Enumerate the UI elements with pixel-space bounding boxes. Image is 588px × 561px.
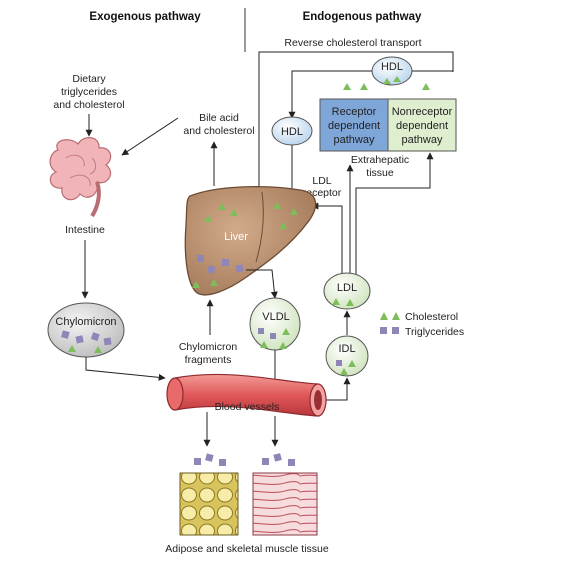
- chylomicron-particle: [47, 302, 125, 358]
- blood-vessels-label: Blood vessels: [215, 401, 280, 413]
- extrahepatic-line1: Extrahepatic: [351, 154, 409, 166]
- ldl-receptor-line1: LDL: [312, 175, 331, 187]
- chylomicron-to-vessel-arrow: [85, 357, 166, 381]
- triglyceride-icon: [288, 459, 295, 466]
- chylomicron-label: Chylomicron: [55, 316, 116, 328]
- bile-line1: Bile acid: [199, 112, 239, 124]
- idl-label: IDL: [338, 343, 355, 355]
- bile-line2: and cholesterol: [183, 125, 254, 137]
- triglyceride-icon: [103, 337, 112, 346]
- cholesterol-icon: [348, 360, 356, 367]
- cholesterol-icon: [210, 279, 218, 286]
- triglyceride-icon: [273, 453, 282, 462]
- legend: Cholesterol Triglycerides: [380, 311, 464, 338]
- triglyceride-icon: [222, 259, 229, 266]
- cholesterol-icon: [273, 202, 281, 209]
- exogenous-header: Exogenous pathway: [89, 11, 201, 23]
- nonreceptor-line1: Nonreceptor: [392, 106, 453, 118]
- vldl-label: VLDL: [262, 311, 290, 323]
- adipose-tissue-image: [179, 472, 239, 536]
- dietary-line1: Dietary: [72, 73, 106, 85]
- idl-particle: [325, 335, 369, 377]
- cholesterol-icon: [204, 215, 212, 222]
- legend-cholesterol-icon: [380, 312, 388, 320]
- chylo-fragments-line1: Chylomicron: [179, 341, 238, 353]
- ldl-to-nonreceptor-arrow: [355, 152, 434, 275]
- legend-triglyceride-icon: [380, 327, 387, 334]
- triglyceride-icon: [258, 328, 264, 334]
- nonreceptor-line3: pathway: [402, 134, 443, 146]
- cholesterol-icon: [279, 222, 287, 229]
- cholesterol-icon: [340, 368, 348, 375]
- cholesterol-icon: [192, 281, 200, 288]
- cholesterol-icon: [393, 76, 401, 82]
- receptor-dep-line2: dependent: [328, 120, 380, 132]
- cholesterol-icon: [346, 299, 354, 306]
- cholesterol-icon: [383, 78, 391, 84]
- intestine-label: Intestine: [65, 224, 105, 236]
- triglyceride-icon: [61, 330, 70, 339]
- triglyceride-icon: [262, 458, 269, 465]
- intestine-illustration: [49, 137, 112, 218]
- cholesterol-icon: [279, 342, 287, 349]
- legend-cholesterol-icon: [392, 312, 400, 320]
- cholesterol-icon: [218, 203, 226, 210]
- legend-cholesterol-label: Cholesterol: [405, 311, 458, 323]
- triglyceride-icon: [197, 255, 204, 262]
- triglyceride-icon: [205, 453, 214, 462]
- dietary-line2: triglycerides: [61, 86, 117, 98]
- reverse-transport-label: Reverse cholesterol transport: [284, 37, 421, 49]
- bile-to-intestine-arrow: [121, 117, 179, 156]
- legend-triglycerides-label: Triglycerides: [405, 326, 464, 338]
- nonreceptor-line2: dependent: [396, 120, 448, 132]
- triglyceride-icon: [336, 360, 342, 366]
- cholesterol-icon: [230, 209, 238, 216]
- receptor-dep-line3: pathway: [334, 134, 375, 146]
- cholesterol-icon: [282, 328, 290, 335]
- hdl-left-label: HDL: [281, 126, 303, 138]
- cholesterol-icon: [94, 346, 102, 353]
- triglyceride-icon: [270, 333, 276, 339]
- hdl-to-hdl-arrow: [288, 70, 372, 119]
- cholesterol-icon: [360, 83, 368, 90]
- triglyceride-icon: [219, 459, 226, 466]
- muscle-tissue-image: [252, 472, 318, 536]
- triglyceride-icon: [207, 265, 216, 274]
- ldl-to-liver-arrow: [311, 202, 343, 275]
- extrahepatic-line2: tissue: [366, 167, 394, 179]
- cholesterol-icon: [332, 298, 340, 305]
- tissue-caption: Adipose and skeletal muscle tissue: [165, 543, 329, 555]
- vessel-to-idl-arrow: [322, 377, 351, 401]
- ldl-label: LDL: [337, 282, 357, 294]
- cholesterol-icon: [260, 341, 268, 348]
- vldl-particle: [249, 297, 301, 351]
- triglyceride-icon: [75, 335, 84, 344]
- cholesterol-icon: [343, 83, 351, 90]
- dietary-line3: and cholesterol: [53, 99, 124, 111]
- hdl-top-label: HDL: [381, 61, 403, 73]
- chylo-fragments-line2: fragments: [185, 354, 232, 366]
- liver-illustration: [184, 185, 317, 296]
- reverse-transport-arrow: [255, 51, 454, 201]
- cholesterol-icon: [290, 208, 298, 215]
- triglyceride-icon: [194, 458, 201, 465]
- blood-vessel-illustration: [166, 373, 327, 417]
- liver-label: Liver: [224, 231, 248, 243]
- receptor-dep-line1: Receptor: [332, 106, 377, 118]
- triglyceride-icon: [235, 264, 244, 273]
- cholesterol-icon: [422, 83, 430, 90]
- endogenous-header: Endogenous pathway: [303, 11, 422, 23]
- legend-triglyceride-icon: [392, 327, 399, 334]
- triglyceride-icon: [90, 332, 100, 342]
- liver-to-vldl-arrow: [246, 269, 278, 299]
- cholesterol-icon: [68, 345, 76, 352]
- nonreceptor-dependent-box: [387, 98, 457, 152]
